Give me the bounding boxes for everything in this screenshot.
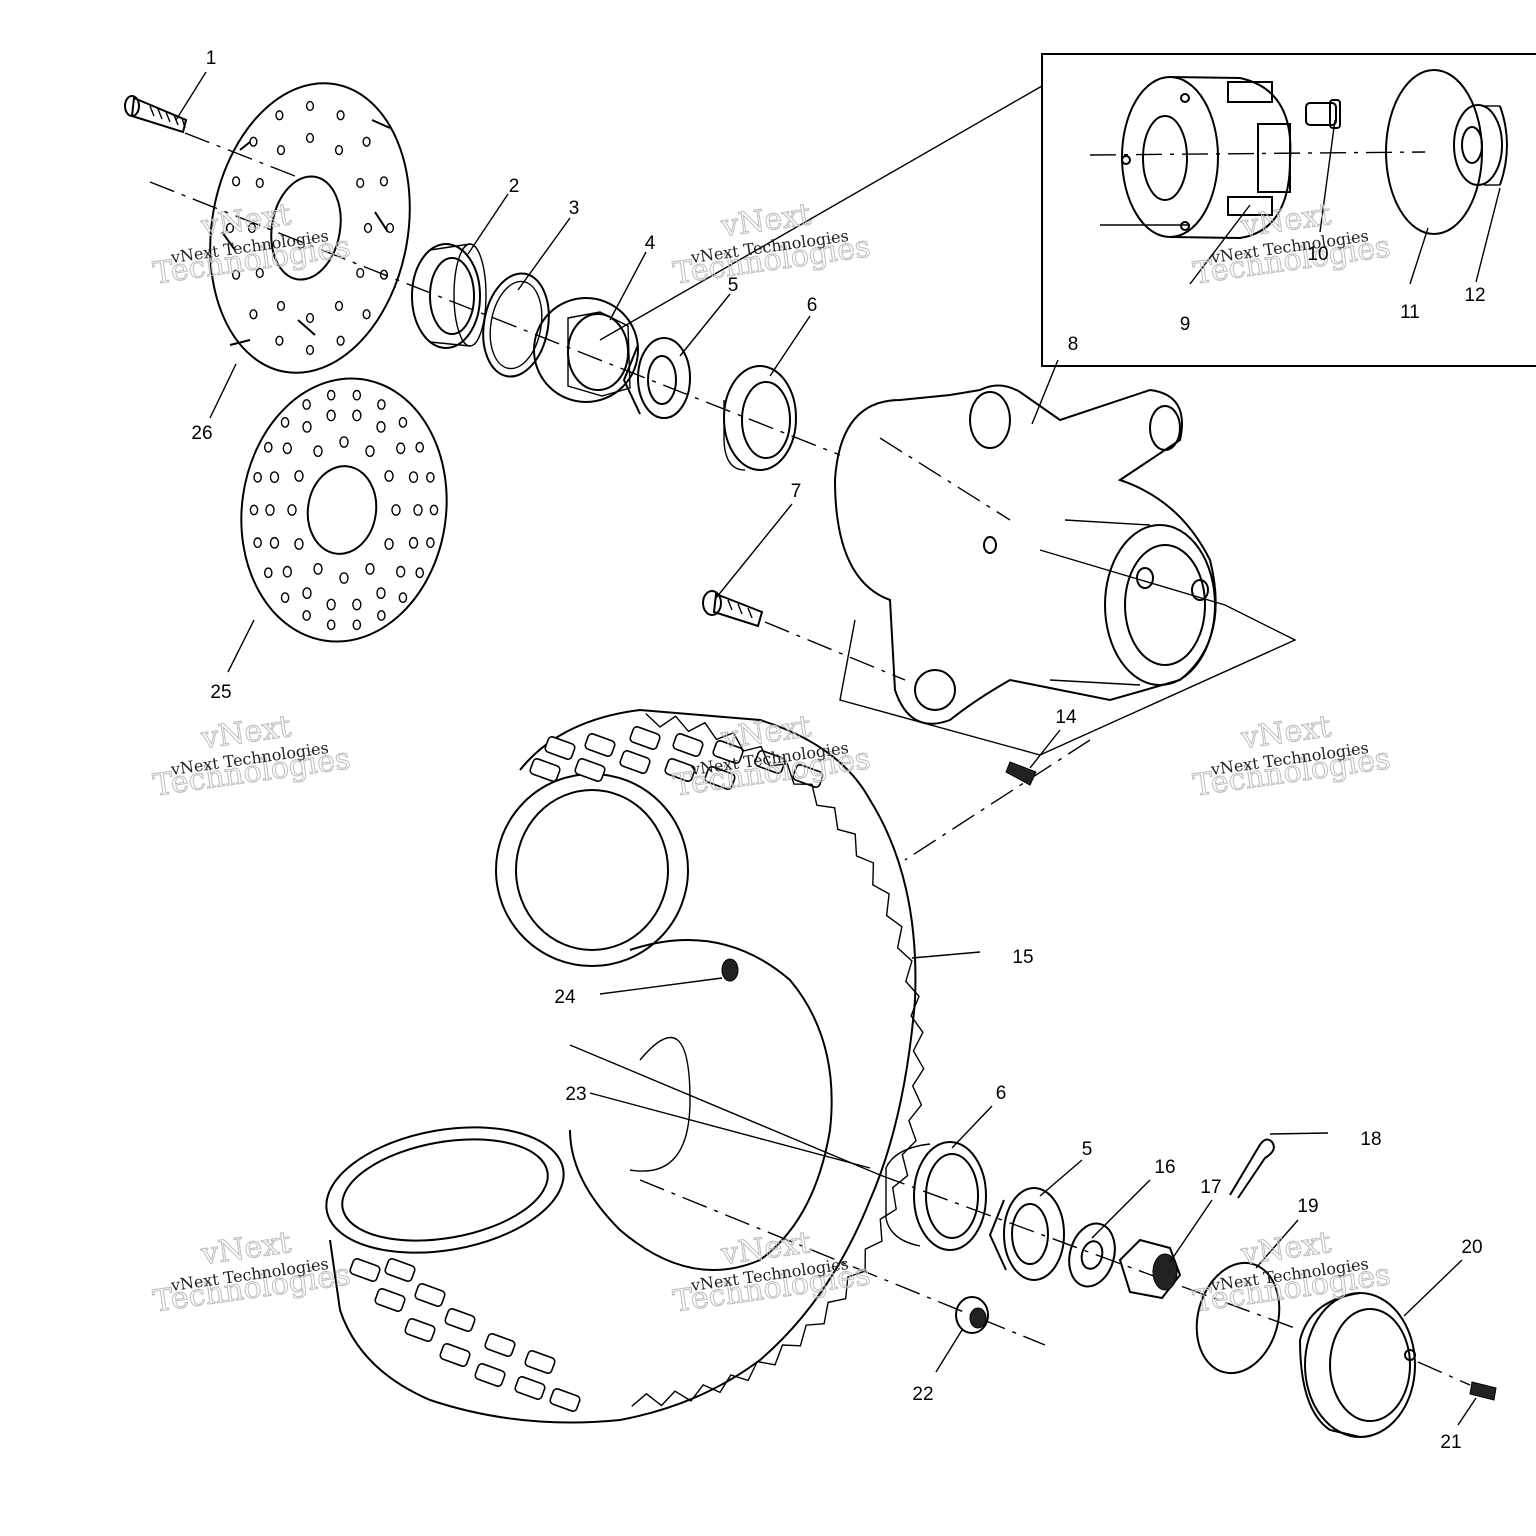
part-22-lug-nut: [955, 1296, 989, 1334]
callout-22: 22: [912, 1384, 933, 1405]
callout-12: 12: [1464, 285, 1485, 306]
callout-7: 7: [791, 481, 802, 502]
callout-21: 21: [1440, 1432, 1461, 1453]
callout-9: 9: [1180, 314, 1191, 335]
part-19-ring: [1195, 1261, 1281, 1375]
part-5-bearing-lower: [988, 1187, 1065, 1281]
inset-detail-box: [599, 53, 1536, 367]
part-20-hub-cap: [1299, 1292, 1416, 1438]
leader-lines: [175, 71, 1477, 1426]
part-3-snap-ring: [482, 272, 550, 378]
part-2-seal: [411, 243, 487, 349]
callout-4: 4: [645, 233, 656, 254]
callout-25: 25: [210, 682, 231, 703]
callout-19: 19: [1297, 1196, 1318, 1217]
part-21-screw: [1417, 1361, 1497, 1401]
part-1-bolt: [124, 95, 188, 134]
callout-16: 16: [1154, 1157, 1175, 1178]
part-4-hub: [533, 297, 639, 403]
part-5-bearing-upper: [622, 337, 691, 419]
callout-20: 20: [1461, 1237, 1482, 1258]
callout-6: 6: [996, 1083, 1007, 1104]
part-24-valve-stem: [721, 958, 739, 982]
callout-8: 8: [1068, 334, 1079, 355]
callout-11: 11: [1400, 302, 1420, 323]
lower-centerline: [569, 1044, 881, 1176]
callout-5: 5: [1082, 1139, 1093, 1160]
callout-23: 23: [565, 1084, 586, 1105]
upper-centerline: [149, 181, 841, 456]
callout-26: 26: [191, 423, 212, 444]
part-6-race-lower: [885, 1141, 987, 1251]
part-18-cotter-pin: [1229, 1138, 1275, 1199]
callout-18: 18: [1360, 1129, 1381, 1150]
part-12-seal: [1453, 104, 1508, 186]
part-7-bolt: [702, 590, 906, 681]
callout-1: 1: [206, 48, 217, 69]
callout-15: 15: [1012, 947, 1033, 968]
callout-14: 14: [1055, 707, 1077, 728]
reference-frame: [839, 604, 1297, 756]
part-14-grease-fitting: [1005, 761, 1037, 786]
callout-labels: 1234567891011121415161718192021222324562…: [191, 48, 1485, 1453]
part-15-tire: [325, 708, 925, 1424]
callout-3: 3: [569, 198, 580, 219]
callout-2: 2: [509, 176, 520, 197]
part-16-washer: [1068, 1222, 1116, 1288]
part-26-brake-disc-slotted: [209, 82, 411, 374]
part-25-brake-disc-drilled: [240, 377, 448, 643]
callout-6: 6: [807, 295, 818, 316]
part-10-pin: [1305, 99, 1341, 129]
callout-17: 17: [1200, 1177, 1221, 1198]
part-17-castle-nut: [1118, 1238, 1182, 1300]
callout-10: 10: [1307, 244, 1328, 265]
part-6-race-upper: [723, 365, 797, 471]
callout-5: 5: [728, 275, 739, 296]
callout-24: 24: [554, 987, 576, 1008]
part-9-hub-body: [1121, 76, 1292, 240]
part-8-steering-knuckle: [833, 384, 1226, 725]
